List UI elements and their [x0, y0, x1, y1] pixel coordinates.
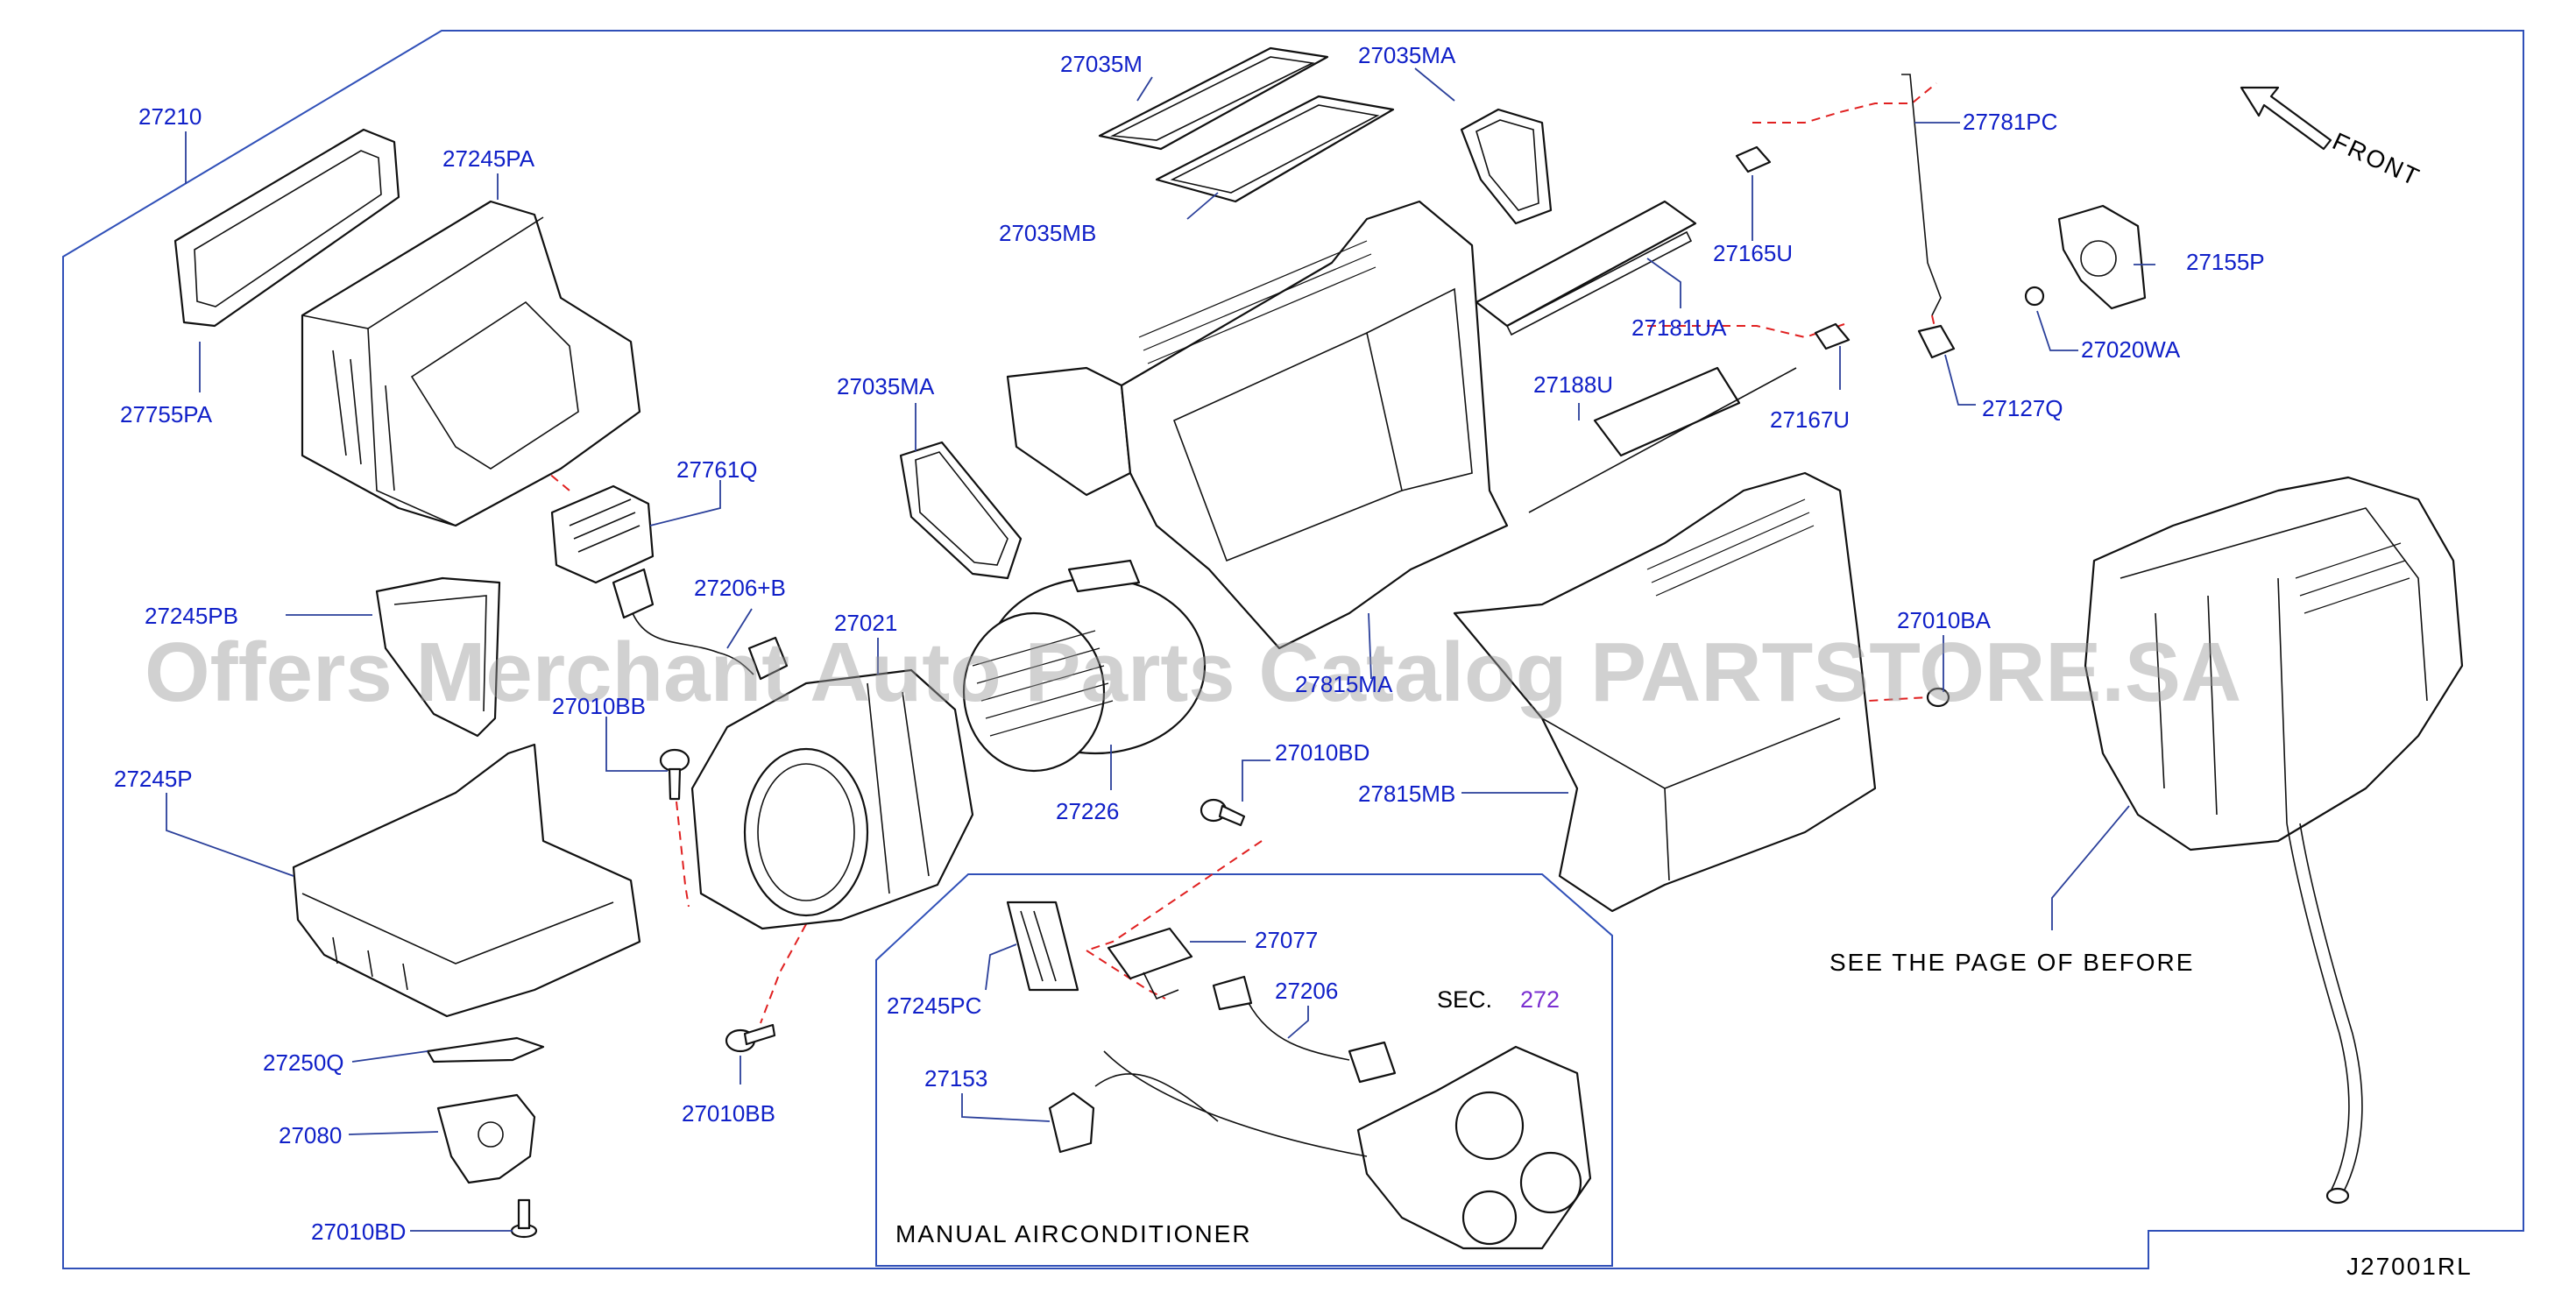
label-27781PC: 27781PC — [1963, 109, 2057, 135]
sec-number-link[interactable]: 272 — [1520, 986, 1560, 1013]
part-27035MA-gasket-top — [1460, 108, 1553, 225]
part-27245PA-intake-case — [301, 200, 641, 527]
label-27226: 27226 — [1056, 798, 1119, 824]
part-27167U-valve — [1814, 322, 1851, 350]
label-27761Q: 27761Q — [676, 456, 758, 483]
part-27035MB-filter — [1155, 95, 1395, 203]
label-27020WA: 27020WA — [2081, 336, 2181, 363]
label-27755PA: 27755PA — [120, 401, 213, 427]
label-27010BA: 27010BA — [1897, 607, 1992, 633]
part-27165U-valve — [1735, 145, 1772, 173]
part-27206B-harness — [612, 568, 789, 681]
part-27181UA-heater-core — [1475, 200, 1697, 336]
manual-ac-inset-frame — [875, 873, 1613, 1267]
label-27815MB: 27815MB — [1358, 781, 1455, 807]
label-27188U: 27188U — [1533, 371, 1613, 398]
watermark-text: Offers Merchant Auto Parts Catalog PARTS… — [145, 625, 2241, 719]
part-27155P-cover — [2057, 204, 2147, 310]
label-27245PC: 27245PC — [887, 993, 981, 1019]
label-27245PB: 27245PB — [145, 603, 238, 629]
part-27035M-filter — [1098, 46, 1329, 151]
diagram-code: J27001RL — [2346, 1253, 2473, 1280]
label-27206-plus-B: 27206+B — [694, 575, 786, 601]
part-27815MB-lower-case — [1453, 471, 1877, 913]
label-27035M: 27035M — [1060, 51, 1143, 77]
part-control-panel — [1103, 1045, 1592, 1250]
part-27781PC-rod — [1901, 74, 1956, 359]
label-27181UA: 27181UA — [1631, 314, 1727, 341]
label-27245P: 27245P — [114, 766, 193, 792]
part-27210-gasket — [173, 128, 400, 328]
part-27080-actuator — [436, 1093, 536, 1184]
label-27245PA: 27245PA — [442, 145, 535, 172]
label-27010BB-bottom: 27010BB — [682, 1100, 775, 1127]
label-27250Q: 27250Q — [263, 1049, 344, 1076]
part-27245PC-duct — [1006, 901, 1079, 992]
part-27010BD-screw-bottom — [510, 1198, 538, 1239]
part-27188U-seal — [1528, 366, 1797, 513]
see-page-note: SEE THE PAGE OF BEFORE — [1829, 949, 2194, 976]
label-27010BB-top: 27010BB — [552, 693, 646, 719]
label-27815MA: 27815MA — [1295, 671, 1393, 697]
part-27206-harness — [1212, 975, 1397, 1084]
part-27245P-lower-case — [292, 743, 641, 1018]
label-27127Q: 27127Q — [1982, 395, 2063, 421]
part-27035MA-gasket-left — [899, 441, 1023, 580]
label-27021: 27021 — [834, 610, 897, 636]
part-27250Q-bracket — [426, 1036, 545, 1063]
label-27206: 27206 — [1275, 978, 1338, 1004]
label-27035MB: 27035MB — [999, 220, 1096, 246]
label-27210: 27210 — [138, 103, 202, 130]
part-27077-resistor — [1107, 927, 1193, 1000]
part-hvac-assembly-reference — [2084, 476, 2464, 1205]
label-27167U: 27167U — [1770, 406, 1850, 433]
label-27153: 27153 — [924, 1065, 987, 1092]
label-27165U: 27165U — [1713, 240, 1793, 266]
front-label: FRONT — [2328, 127, 2424, 191]
label-27035MA-left: 27035MA — [837, 373, 935, 399]
part-27761Q-resistor — [550, 484, 655, 584]
diagram-frame — [62, 30, 2524, 1269]
label-27080: 27080 — [279, 1122, 342, 1148]
label-27155P: 27155P — [2186, 249, 2265, 275]
part-27021-blower-housing — [690, 668, 974, 930]
part-27010BB-screw-top — [659, 748, 690, 801]
label-27010BD-mid: 27010BD — [1275, 739, 1369, 766]
part-27010BA-screw — [1926, 687, 1950, 708]
part-27020WA-nut — [2024, 286, 2045, 307]
part-27010BB-screw-bottom — [725, 1023, 776, 1053]
manual-ac-label: MANUAL AIRCONDITIONER — [895, 1220, 1252, 1247]
part-27815MA-upper-case — [1006, 200, 1509, 650]
sec-label: SEC. — [1437, 986, 1492, 1013]
leader-lines — [166, 67, 2155, 1232]
front-arrow-icon — [2240, 86, 2332, 151]
label-27077: 27077 — [1255, 927, 1318, 953]
part-27226-blower-motor — [962, 559, 1207, 773]
part-27010BD-screw-mid — [1200, 798, 1246, 827]
label-27035MA-top: 27035MA — [1358, 42, 1456, 68]
part-27153-sensor — [1048, 1073, 1219, 1154]
label-27010BD-bottom: 27010BD — [311, 1219, 406, 1245]
part-27245PB-duct — [375, 576, 501, 738]
